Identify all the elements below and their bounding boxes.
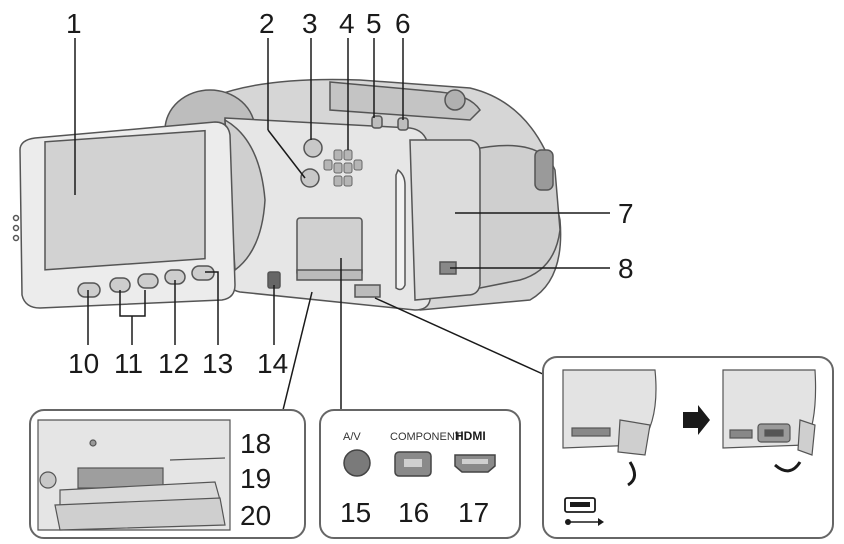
callout-3: 3 <box>302 8 318 39</box>
callout-4: 4 <box>339 8 355 39</box>
av-jack <box>343 449 371 477</box>
callout-12: 12 <box>158 348 189 379</box>
callout-11: 11 <box>114 348 143 379</box>
right-arrow-icon <box>683 405 710 435</box>
component-port-label: COMPONENT <box>390 431 462 443</box>
callout-16: 16 <box>398 497 429 528</box>
av-port-label: A/V <box>343 431 361 443</box>
callout-5: 5 <box>366 8 382 39</box>
callout-19: 19 <box>240 463 271 494</box>
callout-1: 1 <box>66 8 82 39</box>
callout-15: 15 <box>340 497 371 528</box>
rotate-arrow-icon <box>627 461 636 487</box>
callout-13: 13 <box>202 348 233 379</box>
callout-7: 7 <box>618 198 634 229</box>
callout-2: 2 <box>259 8 275 39</box>
callout-10: 10 <box>68 348 99 379</box>
camcorder-body <box>164 78 562 311</box>
rotate-arrow-icon-2 <box>774 461 802 473</box>
callout-numbers: 1 2 3 4 5 6 7 8 9 10 11 12 13 14 <box>66 8 636 521</box>
usb-icon <box>564 497 604 526</box>
lcd-monitor <box>12 121 236 309</box>
callout-14: 14 <box>257 348 288 379</box>
detail-panel-card-slot: 18 19 20 <box>29 409 306 539</box>
detail-panel-usb <box>542 356 834 539</box>
callout-18: 18 <box>240 428 271 459</box>
callout-6: 6 <box>395 8 411 39</box>
callout-8: 8 <box>618 253 634 284</box>
callout-17: 17 <box>458 497 489 528</box>
detail-panel-ports: A/V COMPONENT HDMI 15 16 17 <box>319 409 521 539</box>
callout-20: 20 <box>240 500 271 531</box>
hdmi-port-label: HDMI <box>455 429 486 443</box>
